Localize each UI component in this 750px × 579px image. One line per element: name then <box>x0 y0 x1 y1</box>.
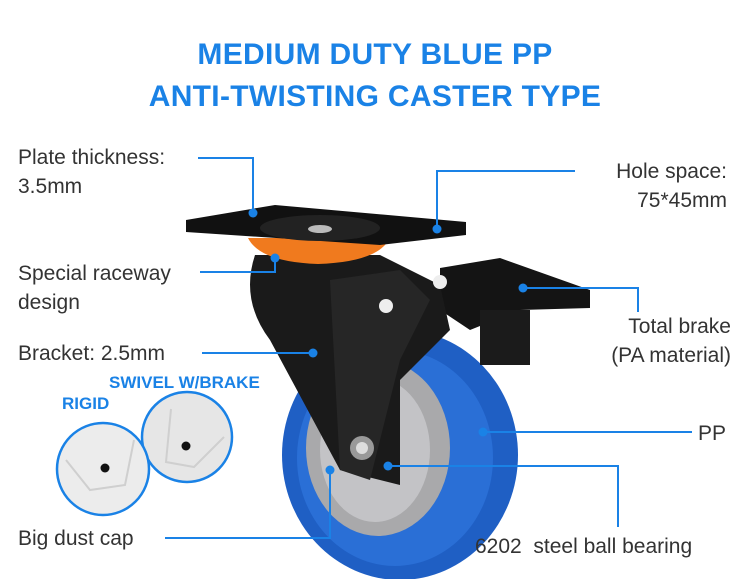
label-dust-cap: Big dust cap <box>18 527 134 550</box>
label-rigid: RIGID <box>62 394 110 413</box>
top-plate <box>186 205 466 264</box>
label-plate-thickness: Plate thickness: 3.5mm <box>18 143 165 201</box>
label-bracket: Bracket: 2.5mm <box>18 342 166 365</box>
leader-dots <box>248 208 528 475</box>
raceway-line1: Special raceway <box>18 262 171 285</box>
total-brake-title: Total brake <box>628 315 731 338</box>
hole-space-title: Hole space: <box>616 160 727 183</box>
label-swivel-brake: SWIVEL W/BRAKE <box>109 373 260 392</box>
title-line-1: MEDIUM DUTY BLUE PP <box>197 38 553 71</box>
total-brake-material: (PA material) <box>611 344 731 367</box>
plate-thickness-value: 3.5mm <box>18 175 83 198</box>
plate-thickness-title: Plate thickness: <box>18 146 166 169</box>
label-pp: PP <box>698 422 727 445</box>
label-raceway: Special raceway design <box>18 259 171 317</box>
brake-pedal <box>440 258 590 365</box>
label-total-brake: Total brake (PA material) <box>611 312 731 370</box>
bracket <box>250 255 450 485</box>
label-hole-space: Hole space: 75*45mm <box>616 157 727 215</box>
raceway-line2: design <box>18 291 80 314</box>
label-bearing: 6202 steel ball bearing <box>475 535 693 558</box>
dust-cap-swivel <box>140 390 234 484</box>
title-line-2: ANTI-TWISTING CASTER TYPE <box>148 80 602 113</box>
hole-space-value: 75*45mm <box>637 189 727 212</box>
leader-lines <box>165 157 692 539</box>
dust-cap-rigid <box>55 421 151 517</box>
